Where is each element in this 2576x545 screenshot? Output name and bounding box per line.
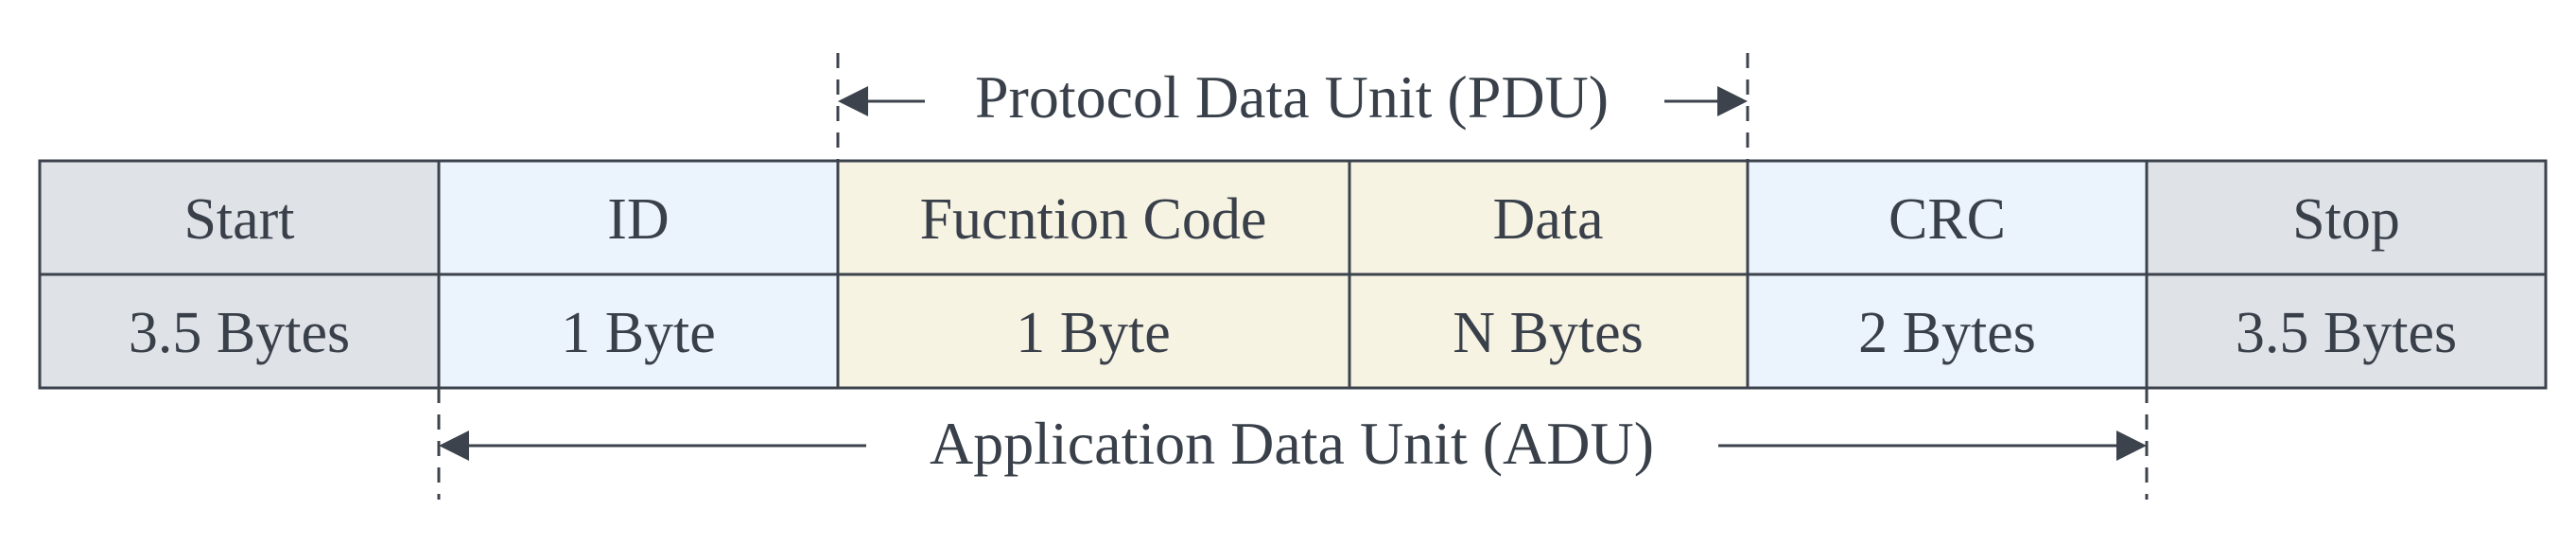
field-function-code-size-cell [836, 272, 1351, 390]
adu-span: Application Data Unit (ADU) [437, 388, 2149, 500]
pdu-left-arrowhead-icon [838, 86, 868, 116]
field-crc-name: CRC [1888, 187, 2006, 252]
field-start-name-cell [38, 159, 441, 276]
pdu-label: Protocol Data Unit (PDU) [975, 63, 1609, 131]
frame-labels: Start 3.5 Bytes ID 1 Byte Fucntion Code … [129, 187, 2457, 365]
field-stop-size: 3.5 Bytes [2236, 301, 2457, 365]
adu-label: Application Data Unit (ADU) [930, 410, 1654, 477]
field-stop-name: Stop [2292, 187, 2400, 252]
field-stop-size-cell [2145, 272, 2548, 390]
field-id-size: 1 Byte [561, 301, 716, 365]
field-function-code-name: Fucntion Code [920, 187, 1267, 252]
pdu-right-arrowhead-icon [1717, 86, 1748, 116]
field-id-name-cell [437, 159, 840, 276]
field-crc-size: 2 Bytes [1858, 301, 2036, 365]
field-data-name: Data [1492, 187, 1603, 252]
pdu-span: Protocol Data Unit (PDU) [836, 53, 1749, 161]
frame-table [38, 159, 2548, 390]
adu-right-arrowhead-icon [2116, 431, 2147, 461]
field-stop-name-cell [2145, 159, 2548, 276]
field-data-size: N Bytes [1453, 301, 1644, 365]
adu-left-arrowhead-icon [439, 431, 469, 461]
field-id-name: ID [607, 187, 669, 252]
field-start-name: Start [183, 187, 294, 252]
field-data-size-cell [1348, 272, 1749, 390]
field-function-code-size: 1 Byte [1016, 301, 1171, 365]
field-start-size-cell [38, 272, 441, 390]
field-crc-size-cell [1746, 272, 2149, 390]
field-start-size: 3.5 Bytes [129, 301, 350, 365]
field-id-size-cell [437, 272, 840, 390]
